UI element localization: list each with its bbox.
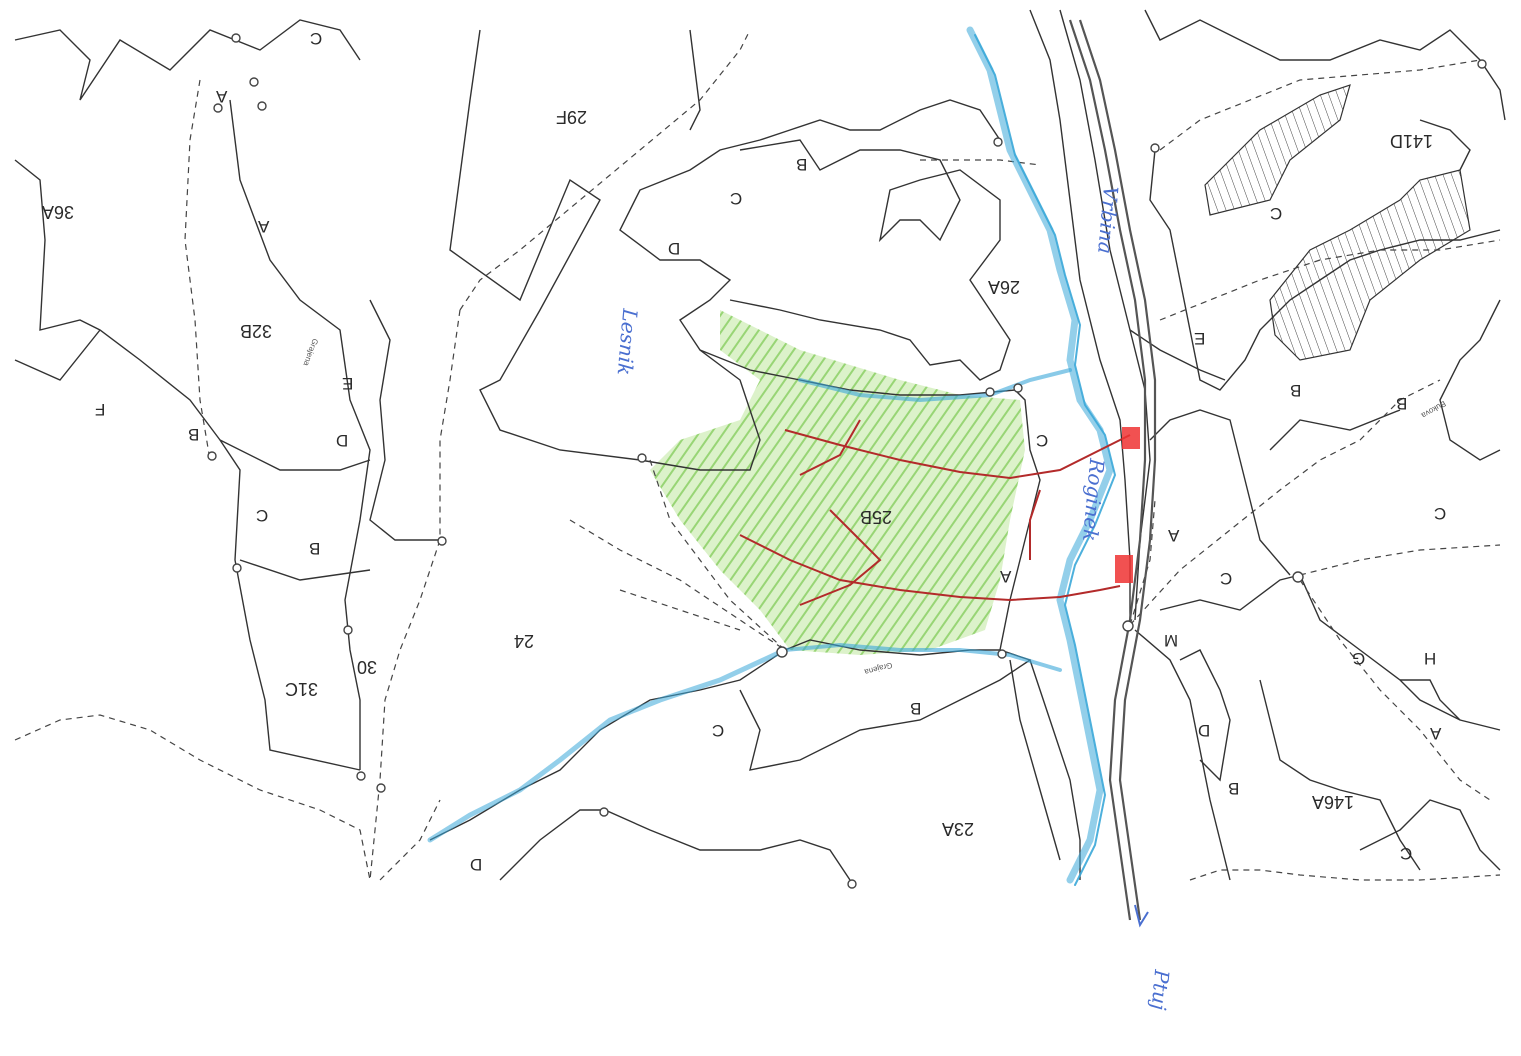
sub-e-1: E xyxy=(342,374,354,393)
sub-b-7: B xyxy=(1228,779,1240,798)
label-26a: 26A xyxy=(988,277,1021,297)
sub-d-4: D xyxy=(1198,721,1211,740)
sub-c-2: C xyxy=(310,29,323,48)
label-141d: 141D xyxy=(1390,131,1434,151)
label-31c: 31C xyxy=(285,679,319,699)
sub-a-4: A xyxy=(1430,724,1442,743)
sub-c-1: C xyxy=(256,506,269,525)
sub-d-3: D xyxy=(470,855,483,874)
forest-roads xyxy=(14,29,1501,881)
sub-c-6: C xyxy=(1434,504,1447,523)
sub-d-2: D xyxy=(668,239,681,258)
sub-b-4: B xyxy=(910,699,922,718)
sub-a-5: A xyxy=(1000,567,1012,586)
sub-a-3: A xyxy=(1168,526,1180,545)
label-30: 30 xyxy=(357,657,378,677)
sub-b-2: B xyxy=(309,539,321,558)
sub-a-1: A xyxy=(258,217,270,236)
sub-m: M xyxy=(1164,631,1179,650)
label-23a: 23A xyxy=(942,819,975,839)
sub-h: H xyxy=(1424,649,1437,668)
label-25b: 25B xyxy=(860,507,893,527)
sub-b-3: B xyxy=(796,155,808,174)
hatched-area-2 xyxy=(1269,169,1471,361)
label-32b: 32B xyxy=(240,321,273,341)
river xyxy=(427,26,1117,886)
label-146a: 146A xyxy=(1312,792,1355,812)
sub-g: G xyxy=(1352,649,1366,668)
sub-b-5: B xyxy=(1290,381,1302,400)
drainage-lines xyxy=(739,419,1131,606)
sub-c-9: C xyxy=(1270,204,1283,223)
sub-c-3: C xyxy=(730,189,743,208)
sub-e-2: E xyxy=(1194,329,1206,348)
sub-b-6: B xyxy=(1396,394,1408,413)
handwritten-ptuj: Ptuj xyxy=(1146,968,1175,1012)
sub-f-1: F xyxy=(95,400,106,419)
handwritten-vrbina: Vrbina xyxy=(1093,185,1123,255)
handwritten-lesnik: Lesnik xyxy=(612,307,643,377)
label-24: 24 xyxy=(514,631,535,651)
sub-c-8: C xyxy=(1400,844,1413,863)
railway xyxy=(1068,19,1157,921)
sub-d-1: D xyxy=(336,431,349,450)
hatched-area-1 xyxy=(1204,84,1351,216)
label-29f: 29F xyxy=(556,107,588,127)
sub-c-7: C xyxy=(1220,569,1233,588)
marker-south xyxy=(1115,555,1133,583)
arrow-icon xyxy=(1134,904,1149,928)
marker-north xyxy=(1122,427,1140,449)
sub-c-4: C xyxy=(1036,431,1049,450)
label-36a: 36A xyxy=(42,202,75,222)
sub-b-1: B xyxy=(188,425,200,444)
sub-a-2: A xyxy=(216,87,228,106)
shaded-area-25b xyxy=(650,310,1025,655)
survey-points xyxy=(207,33,1487,889)
sub-c-5: C xyxy=(712,721,725,740)
